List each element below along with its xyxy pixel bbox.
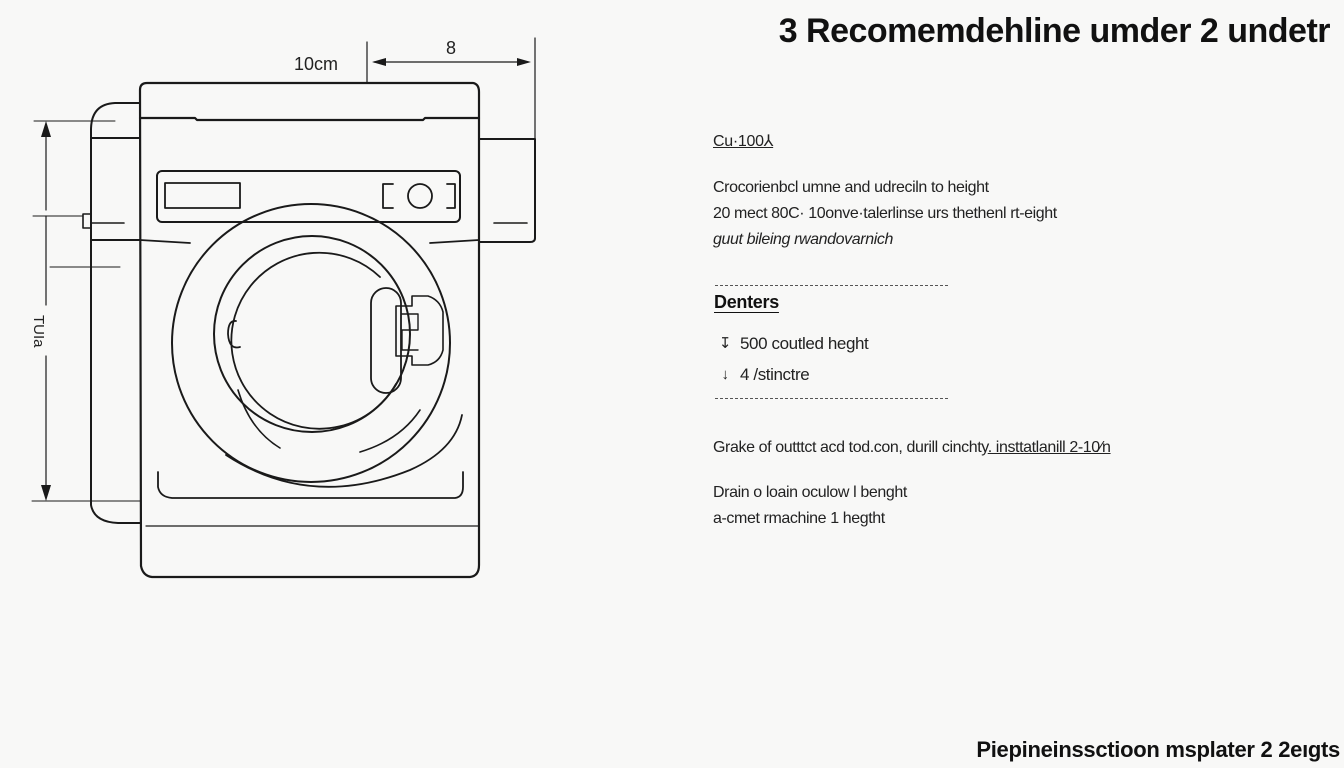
list-item-label: 4 /stinctre: [740, 365, 810, 384]
list-item-label: 500 coutled heght: [740, 334, 869, 353]
left-side-panel: [82, 102, 141, 524]
intro-line: 20 mect 80C· 10onve·talerlinse urs theth…: [713, 205, 1057, 222]
arrow-down-icon: ↧: [718, 335, 732, 352]
right-side-panel: [478, 138, 536, 243]
intro-paragraph: Crocorienbcl umne and udreciln to height…: [713, 175, 1057, 253]
divider: [715, 398, 948, 399]
denters-list: ↧ 500 coutled heght ↓ 4 /stinctre: [718, 328, 869, 390]
note-text: Grake of outttct acd tod.con, durill cin…: [713, 439, 988, 456]
drain-paragraph: Drain o loain oculow l benght a-cmet rma…: [713, 480, 907, 532]
denters-heading: Denters: [714, 292, 779, 312]
intro-italic-line: guut bileing rwandovarnich: [713, 231, 893, 248]
intro-line: Crocorienbcl umne and udreciln to height: [713, 179, 989, 196]
list-item: ↓ 4 /stinctre: [718, 359, 868, 390]
footer-caption: Piepineinssctioon msplater 2 2eıgts: [976, 737, 1340, 762]
divider: [715, 285, 948, 286]
height-dimension: TUIa: [30, 120, 141, 502]
machine-body: [138, 81, 481, 579]
installation-link[interactable]: . insttatlanill 2-10⁄n: [987, 439, 1111, 456]
arrow-down-icon: ↓: [721, 366, 729, 383]
drain-line: a-cmet rmachine 1 hegtht: [713, 510, 885, 527]
control-panel: [156, 170, 461, 223]
washing-machine-diagram: 10cm 8 TUIa: [0, 0, 600, 600]
dimension-label-10cm: 10cm: [294, 54, 338, 74]
list-item: ↧ 500 coutled heght: [718, 328, 869, 359]
dimension-label-width: 8: [446, 38, 456, 58]
dimension-label-height: TUIa: [30, 315, 47, 348]
page-title: 3 Recomemdehline umder 2 undetr: [778, 12, 1331, 50]
drain-line: Drain o loain oculow l benght: [713, 484, 907, 501]
installation-note: Grake of outttct acd tod.con, durill cin…: [713, 435, 1111, 461]
top-dimension: 10cm 8: [294, 37, 536, 241]
section-link[interactable]: Cu·100⅄: [713, 133, 774, 150]
door: [171, 203, 463, 488]
